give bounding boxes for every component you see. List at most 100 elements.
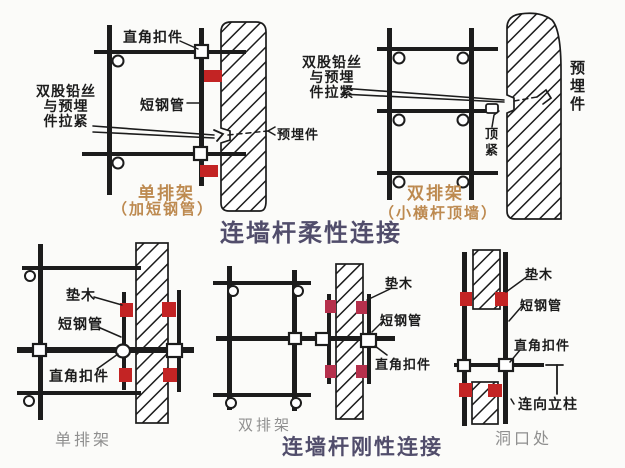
ledger-bottom xyxy=(82,152,246,156)
ledger-top xyxy=(213,281,311,285)
coupler-ring xyxy=(111,54,125,68)
coupler-ring xyxy=(392,175,406,189)
tie-bar-through-wall xyxy=(17,347,194,353)
right-angle-coupler-round xyxy=(114,343,132,359)
ledger-top xyxy=(94,50,246,54)
short-pipe-leader-line xyxy=(508,305,523,322)
tie-wire xyxy=(340,87,505,101)
right-angle-coupler-square xyxy=(165,342,184,359)
caption-double-row-sub: （小横杆顶墙） xyxy=(379,205,499,222)
short-pipe-vertical xyxy=(462,252,467,426)
flexible-single-row-drawing xyxy=(82,21,276,212)
right-angle-coupler-square xyxy=(31,342,48,358)
embedded-part-dashed-leader xyxy=(227,130,269,136)
short-pipe-leader-line xyxy=(371,320,384,333)
label-top-tight: 顶紧 xyxy=(483,127,498,159)
pad-block-pink xyxy=(325,365,336,378)
label-double-wire-line1: 双股铅丝 xyxy=(302,54,362,70)
rigid-double-row-drawing xyxy=(213,263,395,420)
ledger-bottom xyxy=(17,391,141,395)
rigid-single-row-drawing xyxy=(17,242,194,424)
standard-pole xyxy=(387,28,392,200)
transverse-bar-bottom xyxy=(377,171,498,175)
coupler-leader-line xyxy=(374,345,388,356)
right-angle-coupler-square xyxy=(314,331,331,347)
label-pad: 垫木 xyxy=(385,276,414,291)
tie-wire xyxy=(340,93,505,103)
embedded-part-dashed-leader xyxy=(513,96,538,102)
flexible-double-row-drawing xyxy=(340,12,562,220)
right-angle-coupler-square xyxy=(456,358,472,373)
tie-wire xyxy=(92,131,215,139)
coupler-ring xyxy=(290,397,302,409)
pad-block-pink xyxy=(356,365,367,378)
bar-end-cap xyxy=(485,103,499,114)
label-double-wire-line3: 件拉紧 xyxy=(309,84,355,100)
pad-block-red xyxy=(459,383,472,397)
wall-hatched xyxy=(135,242,169,424)
label-connect-to-column: 连向立柱 xyxy=(518,396,578,412)
coupler-ring xyxy=(392,51,406,65)
label-pad: 垫木 xyxy=(66,287,96,303)
right-angle-coupler-square xyxy=(359,332,378,349)
coupler-ring xyxy=(456,175,470,189)
coupler-ring xyxy=(225,397,237,409)
label-right-angle-coupler: 直角扣件 xyxy=(375,357,432,372)
title-flexible-connection: 连墙杆柔性连接 xyxy=(220,220,402,247)
coupler-leader-line xyxy=(96,353,119,370)
caption-double-row: 双排架 xyxy=(238,417,293,434)
transverse-bar-middle xyxy=(377,109,498,113)
coupler-ring xyxy=(111,156,125,170)
anchor-hook xyxy=(536,88,553,105)
tie-bar-through-wall xyxy=(216,336,395,341)
label-short-pipe: 短钢管 xyxy=(140,97,185,113)
pad-block-red xyxy=(495,292,508,306)
pad-block-red xyxy=(204,70,222,82)
ledger-top xyxy=(22,266,141,270)
standard-pole xyxy=(38,244,43,420)
pad-block-red xyxy=(119,368,132,382)
pad-block-red xyxy=(120,303,133,317)
label-double-wire-line1: 双股铅丝 xyxy=(36,83,96,99)
label-embedded-part-vertical: 预埋件 xyxy=(568,60,585,114)
coupler-ring xyxy=(292,285,304,297)
label-double-wire: 双股铅丝 与预埋 件拉紧 xyxy=(294,55,370,100)
caption-single-row: 单排架 xyxy=(138,184,195,203)
coupler-ring xyxy=(456,113,470,127)
pad-block-red xyxy=(460,292,472,306)
tie-wire xyxy=(92,125,215,136)
label-double-wire-line2: 与预埋 xyxy=(43,98,89,114)
caption-double-row: 双排架 xyxy=(407,184,464,203)
pad-block-pink xyxy=(356,301,367,314)
right-angle-coupler-square xyxy=(192,145,209,162)
label-short-pipe: 短钢管 xyxy=(380,313,423,328)
anchor-hook xyxy=(213,129,225,142)
coupler-ring xyxy=(227,285,239,297)
label-double-wire-line3: 件拉紧 xyxy=(43,113,89,129)
label-embedded-part: 预埋件 xyxy=(277,127,320,142)
pad-block-red xyxy=(488,384,502,397)
pad-leader-line xyxy=(366,288,391,301)
pad-block-pink xyxy=(325,300,336,313)
pad-block-red xyxy=(163,368,177,382)
caption-single-row-sub: （加短钢管） xyxy=(112,201,215,218)
transverse-bar-top xyxy=(377,47,498,51)
caption-wall-opening: 洞口处 xyxy=(495,431,553,448)
right-angle-coupler-square xyxy=(193,43,210,60)
rigid-opening-drawing xyxy=(454,249,564,426)
short-pipe-leader-line xyxy=(97,326,122,338)
short-pipe-vertical xyxy=(199,28,204,186)
pad-leader-line xyxy=(505,275,529,293)
standard-pole xyxy=(107,25,112,195)
coupler-ring xyxy=(24,270,36,282)
ledger-bottom xyxy=(213,393,311,397)
label-right-angle-coupler: 直角扣件 xyxy=(514,338,571,353)
right-angle-coupler-square xyxy=(287,331,303,346)
label-short-pipe: 短钢管 xyxy=(58,316,103,332)
wall-hatched xyxy=(506,12,562,220)
label-right-angle-coupler: 直角扣件 xyxy=(49,368,109,384)
label-short-pipe: 短钢管 xyxy=(520,298,563,313)
pad-block-red xyxy=(200,165,218,177)
label-right-angle-coupler: 直角扣件 xyxy=(123,29,183,45)
